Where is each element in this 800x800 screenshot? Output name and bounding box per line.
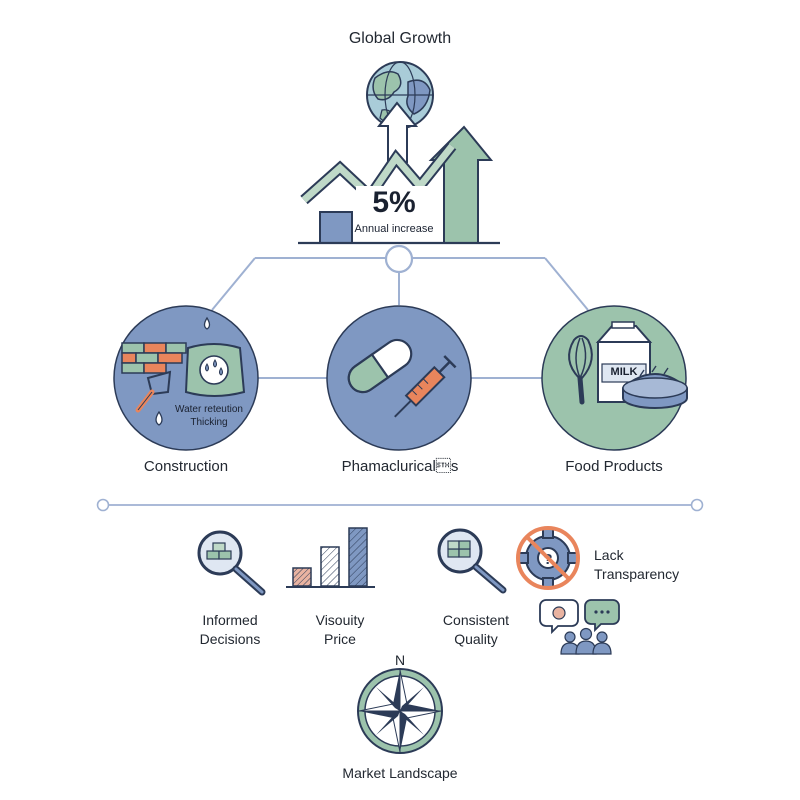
milk-carton-label: MILK	[610, 366, 638, 378]
construction-illustration	[113, 305, 259, 451]
factor-label-line: Lack	[594, 547, 624, 563]
growth-stat-caption: Annual increase	[354, 223, 434, 235]
sector-label-pharmaceuticals: Phamacluricals	[341, 458, 459, 475]
no-transparency-gear-icon: ?	[516, 526, 580, 590]
factor-label-line: Visouity	[315, 612, 365, 628]
factor-label-line: Informed	[202, 612, 258, 628]
growth-chart-icon	[298, 125, 500, 245]
factor-label-consistent-quality: Consistent Quality	[416, 611, 536, 649]
magnifier-quality-icon	[437, 528, 507, 594]
discussion-people-icon	[539, 599, 620, 655]
factor-label-visibility-price: Visouity Price	[280, 611, 400, 649]
factor-label-line: Quality	[454, 631, 498, 647]
growth-stat-value: 5%	[372, 186, 416, 219]
factor-label-informed-decisions: Informed Decisions	[170, 611, 290, 649]
factor-label-line: Decisions	[199, 631, 261, 647]
factor-label-lack-transparency: Lack Transparency	[594, 546, 704, 584]
food-products-illustration	[541, 305, 688, 451]
factor-label-line: Consistent	[442, 612, 510, 628]
footer-title: Market Landscape	[342, 765, 458, 781]
magnifier-blocks-icon	[197, 530, 266, 596]
section-divider	[96, 498, 704, 512]
sector-label-construction: Construction	[143, 458, 229, 475]
sector-label-food-products: Food Products	[565, 458, 663, 475]
whisk-icon	[568, 335, 593, 405]
compass-north-letter: N	[394, 652, 406, 668]
hub-node	[384, 244, 414, 274]
pharmaceuticals-illustration	[326, 305, 472, 451]
construction-note-1: Water reteution	[175, 404, 243, 415]
bread-icon	[622, 365, 688, 409]
factor-label-line: Price	[324, 631, 356, 647]
construction-note-2: Thicking	[190, 417, 228, 428]
compass-icon	[357, 668, 443, 754]
globe-icon	[366, 61, 434, 129]
page-title: Global Growth	[348, 30, 452, 47]
price-bar-chart-icon	[286, 527, 375, 588]
factor-label-line: Transparency	[594, 566, 680, 582]
